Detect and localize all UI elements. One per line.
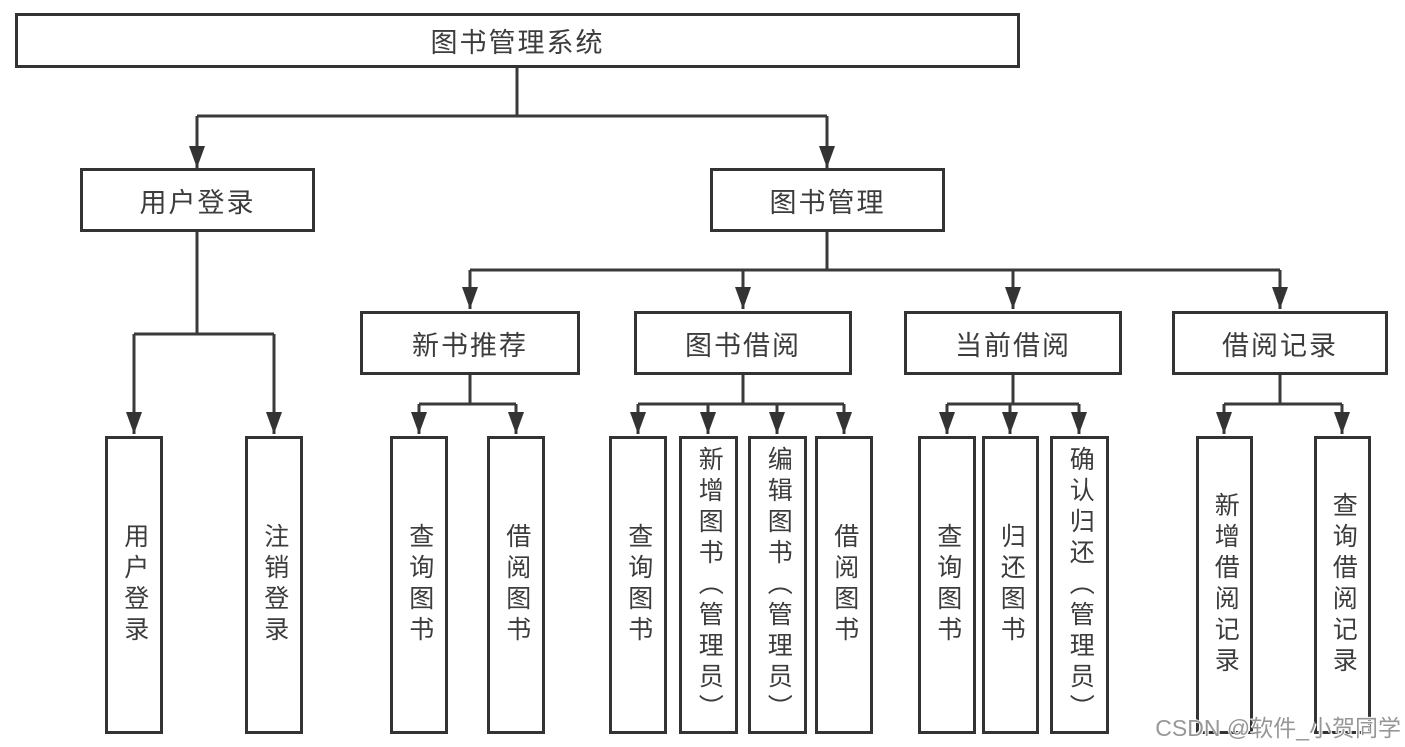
node-label: 归还图书	[997, 523, 1026, 647]
node-label: 新增借阅记录	[1211, 492, 1240, 678]
leaf-cb-query-book: 查询图书	[918, 436, 976, 734]
leaf-bb-borrow-book: 借阅图书	[815, 436, 873, 734]
node-label: 图书借阅	[685, 330, 801, 361]
node-label: 查询图书	[405, 523, 434, 647]
leaf-bb-edit-book-admin: 编辑图书（管理员）	[748, 436, 807, 734]
leaf-bb-add-book-admin: 新增图书（管理员）	[679, 436, 738, 734]
csdn-watermark: CSDN @软件_小贺同学	[1155, 715, 1401, 741]
leaf-rec-query-book: 查询图书	[390, 436, 448, 734]
leaf-user-login: 用户登录	[105, 436, 163, 734]
node-label: 查询图书	[624, 523, 653, 647]
node-label: 编辑图书（管理员）	[764, 445, 793, 725]
node-label: 新书推荐	[412, 330, 528, 361]
node-label: 新增图书（管理员）	[695, 445, 724, 725]
leaf-br-add-record: 新增借阅记录	[1196, 436, 1253, 734]
node-book-management: 图书管理	[710, 168, 945, 232]
rail-book-mgmt	[470, 232, 1280, 272]
node-label: 注销登录	[260, 523, 289, 647]
node-library-system: 图书管理系统	[15, 13, 1020, 68]
node-book-borrowing: 图书借阅	[634, 311, 852, 375]
node-label: 图书管理系统	[430, 28, 605, 58]
node-current-borrowing: 当前借阅	[904, 311, 1122, 375]
node-label: 查询图书	[933, 523, 962, 647]
node-label: 图书管理	[769, 187, 886, 218]
node-label: 用户登录	[120, 523, 149, 647]
node-label: 用户登录	[139, 187, 256, 218]
node-label: 借阅图书	[830, 523, 859, 647]
rail-user-login	[134, 232, 274, 336]
node-new-book-recommendation: 新书推荐	[360, 311, 580, 375]
node-label: 借阅记录	[1222, 330, 1338, 361]
leaf-br-query-record: 查询借阅记录	[1314, 436, 1371, 734]
node-label: 查询借阅记录	[1329, 492, 1358, 678]
rail-root	[197, 68, 827, 118]
leaf-logout: 注销登录	[245, 436, 303, 734]
leaf-bb-query-book: 查询图书	[609, 436, 667, 734]
rail-new-book-rec	[419, 375, 516, 406]
node-user-login: 用户登录	[80, 168, 315, 232]
node-label: 当前借阅	[955, 330, 1071, 361]
leaf-rec-borrow-book: 借阅图书	[487, 436, 545, 734]
rail-borrow-records	[1224, 375, 1342, 406]
node-label: 确认归还（管理员）	[1066, 445, 1095, 725]
rail-current-borrow	[947, 375, 1079, 406]
node-label: 借阅图书	[502, 523, 531, 647]
leaf-cb-confirm-return-admin: 确认归还（管理员）	[1050, 436, 1109, 734]
node-borrowing-records: 借阅记录	[1172, 311, 1388, 375]
rail-book-borrow	[638, 375, 844, 406]
leaf-cb-return-book: 归还图书	[982, 436, 1039, 734]
